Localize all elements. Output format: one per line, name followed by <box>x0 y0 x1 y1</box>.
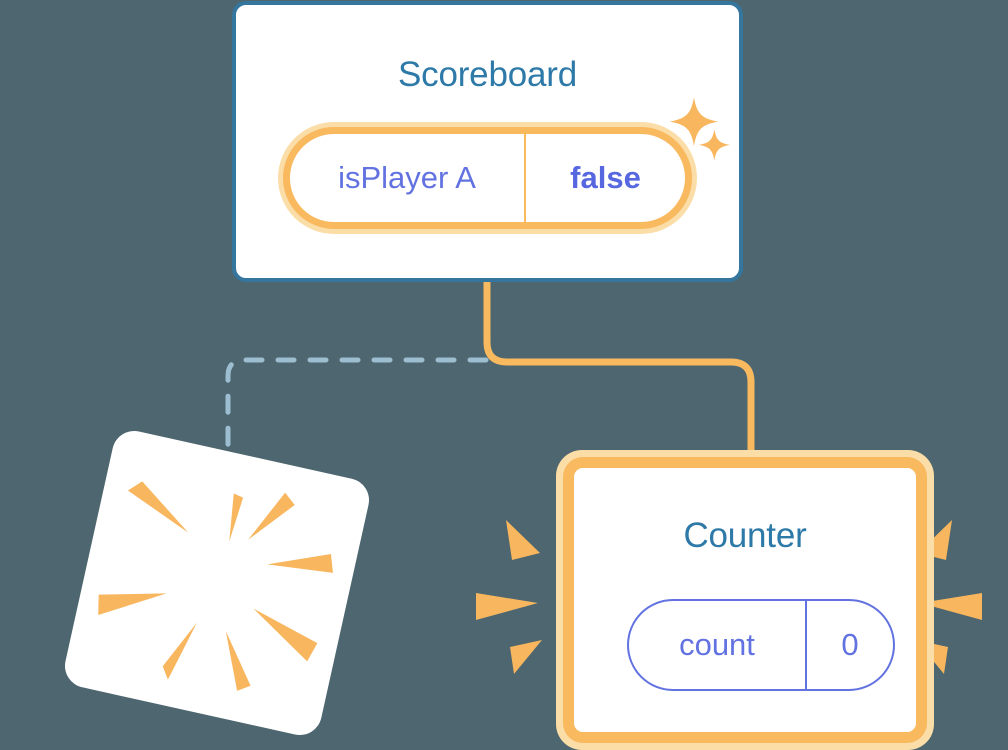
connector-scoreboard-to-blank-card <box>225 357 489 481</box>
burst-ray-se <box>253 608 318 662</box>
counter-state-key: count <box>679 627 755 662</box>
counter-card[interactable]: Counter count 0 <box>556 450 934 750</box>
burst-ray-n <box>229 493 244 542</box>
scoreboard-state-pill[interactable]: isPlayer A false <box>278 122 697 234</box>
burst-ray-s <box>225 631 251 691</box>
connector-scoreboard-to-counter <box>483 282 755 470</box>
sparkle-small-icon <box>698 129 730 161</box>
counter-pill-divider <box>805 601 807 689</box>
scoreboard-state-pill-inner: isPlayer A false <box>283 127 692 229</box>
scoreboard-pill-divider <box>524 134 526 222</box>
counter-title: Counter <box>683 516 807 555</box>
scoreboard-state-key: isPlayer A <box>338 160 476 195</box>
burst-ray-e <box>267 553 333 573</box>
burst-ray-nw <box>127 481 189 533</box>
blank-card-burst-layer <box>98 481 333 691</box>
scoreboard-card[interactable]: Scoreboard isPlayer A false <box>232 1 743 282</box>
burst-ray-sw <box>162 622 197 680</box>
counter-card-inner: Counter count 0 <box>563 457 927 743</box>
burst-ray-ne <box>248 492 295 540</box>
scoreboard-title: Scoreboard <box>398 55 577 94</box>
scoreboard-state-value: false <box>570 160 641 195</box>
burst-ray-w <box>98 593 167 616</box>
counter-state-value: 0 <box>841 627 859 662</box>
blank-tilted-card[interactable] <box>60 426 374 740</box>
counter-state-pill[interactable]: count 0 <box>627 599 895 691</box>
